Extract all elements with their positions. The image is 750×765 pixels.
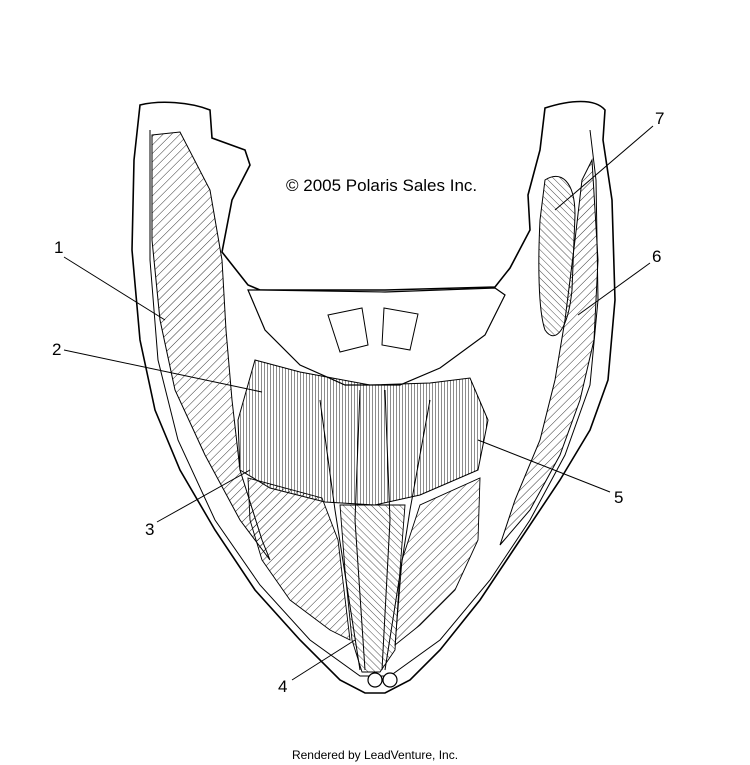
callout-1: 1 [54,238,63,257]
leader-1 [63,256,166,321]
callout-5: 5 [614,488,623,507]
callout-6: 6 [652,247,661,266]
vent-right [381,307,419,351]
leader-5 [477,439,611,493]
leader-2 [63,349,263,393]
decal-right-oval [538,175,576,337]
nose-light-left [367,672,383,688]
callout-7: 7 [655,109,664,128]
leader-6 [577,262,651,316]
decal-nose-right [394,477,481,647]
callout-3: 3 [145,520,154,539]
leader-lines [63,125,654,681]
callout-2: 2 [52,340,61,359]
leader-4 [291,639,356,681]
leader-7 [554,125,654,211]
leader-3 [156,469,251,523]
windshield-opening [247,287,506,386]
center-ribs [319,389,431,671]
callout-4: 4 [278,677,287,696]
nose-light-right [382,672,398,688]
decal-nose-left [247,477,351,641]
vent-left [327,307,369,353]
footer-rendered-by: Rendered by LeadVenture, Inc. [291,748,459,762]
copyright-notice: © 2005 Polaris Sales Inc. [286,176,478,195]
